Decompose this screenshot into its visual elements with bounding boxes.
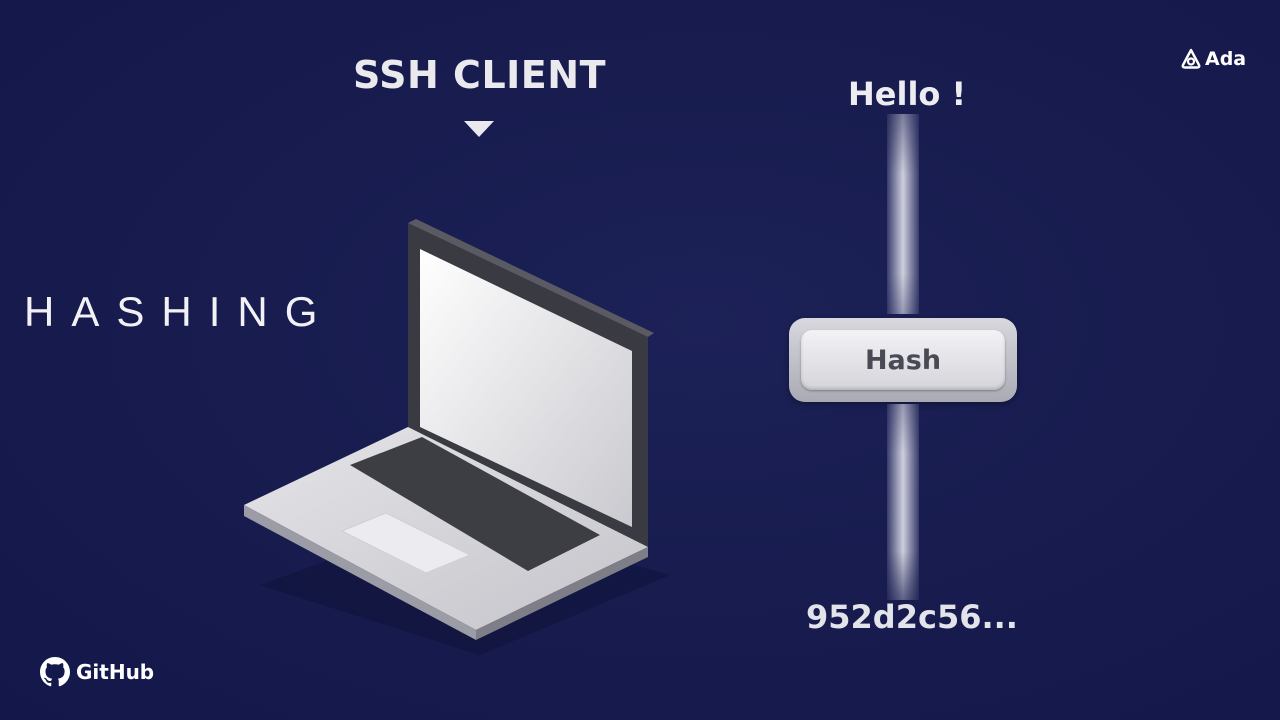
hash-function-box: Hash (789, 318, 1017, 402)
github-logo: GitHub (40, 657, 154, 687)
triangle-down-icon (464, 121, 494, 137)
laptop-screen (420, 249, 632, 527)
flow-connector-top (887, 114, 919, 314)
laptop-base (244, 427, 648, 630)
hash-output: 952d2c56... (806, 598, 1018, 636)
hash-function-label: Hash (864, 344, 942, 376)
ada-logo: Ada (1180, 48, 1246, 70)
ada-label: Ada (1205, 48, 1247, 70)
laptop-base-front-right (476, 547, 648, 640)
laptop-icon (244, 219, 670, 655)
flow-connector-bottom (887, 404, 919, 600)
ada-logo-icon (1181, 48, 1201, 69)
input-message: Hello ! (848, 75, 967, 113)
topic-title: HASHING (24, 288, 335, 335)
github-octocat-icon (40, 657, 70, 687)
laptop-base-front-left (244, 505, 476, 640)
hash-function-inner: Hash (801, 330, 1005, 390)
laptop-trackpad (340, 512, 472, 574)
laptop-keyboard (350, 437, 600, 571)
ssh-client-label: SSH CLIENT (353, 53, 606, 97)
github-label: GitHub (76, 660, 155, 684)
laptop-lid-edge (408, 219, 654, 337)
